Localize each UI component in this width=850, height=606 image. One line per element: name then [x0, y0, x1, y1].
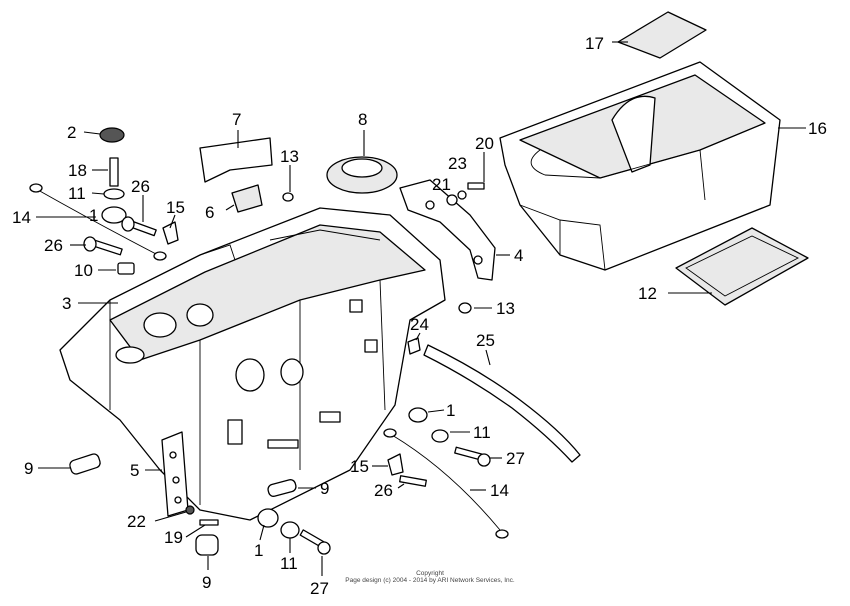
callout-16: 16: [808, 119, 827, 138]
callout-23: 23: [448, 154, 467, 173]
bolt-stack-parts-20-23-21: [446, 182, 485, 206]
bracket-part-5: [161, 431, 189, 517]
collar-part-9-center: [267, 479, 297, 497]
callout-1-right: 1: [446, 401, 455, 420]
callout-15-upper: 15: [166, 198, 185, 217]
callout-2: 2: [67, 123, 76, 142]
cable-part-14-lower: [383, 428, 509, 539]
callout-1-upper: 1: [89, 206, 98, 225]
callout-11-bottom: 11: [280, 554, 298, 573]
callout-1-bottom: 1: [254, 541, 263, 560]
clip-part-15-lower: [387, 453, 404, 476]
callout-11-upper: 11: [68, 184, 86, 203]
copyright-notice: Copyright Page design (c) 2004 - 2014 by…: [300, 570, 560, 584]
clip-part-6: [231, 184, 263, 213]
callout-14-lower: 14: [490, 481, 509, 500]
callout-25: 25: [476, 331, 495, 350]
callout-labels: 17 16 12 2 7 8 13 20 23 21 18 11 26 1 15…: [12, 34, 827, 598]
bolt-part-26-lower: [399, 475, 427, 487]
grommet-part-13-right: [458, 302, 472, 314]
screw-part-19: [199, 519, 219, 526]
callout-8: 8: [358, 110, 367, 129]
bushing-part-1-right: [408, 407, 428, 423]
callout-14-upper: 14: [12, 208, 31, 227]
bolt-part-27-right: [454, 446, 491, 467]
callout-5: 5: [130, 461, 139, 480]
grommet-part-13-upper: [282, 192, 294, 202]
nut-part-10: [117, 262, 135, 275]
tube-part-25: [423, 344, 581, 463]
cable-part-14-upper: [29, 183, 167, 261]
bolt-part-26-left: [83, 236, 123, 256]
bushing-part-1-bottom: [257, 508, 279, 528]
nut-part-22: [185, 505, 195, 515]
callout-6: 6: [205, 203, 214, 222]
washer-part-11-right: [431, 429, 449, 443]
frame-part-3: [59, 207, 446, 521]
callout-9-center: 9: [320, 479, 329, 498]
strap-part-7: [199, 137, 273, 183]
callout-7: 7: [232, 110, 241, 129]
callout-19: 19: [164, 528, 183, 547]
callout-15-lower: 15: [350, 457, 369, 476]
callout-18: 18: [68, 161, 87, 180]
leader-lines: [36, 41, 806, 576]
stack-parts-18-11-1: [101, 157, 127, 224]
cap-part-2: [99, 127, 125, 143]
callout-17: 17: [585, 34, 604, 53]
pad-part-17: [617, 11, 707, 59]
callout-26-left: 26: [44, 236, 63, 255]
collar-part-9-bottom: [195, 534, 219, 556]
callout-9-left: 9: [24, 459, 33, 478]
clip-part-24: [407, 337, 421, 355]
copyright-line-2: Page design (c) 2004 - 2014 by ARI Netwo…: [345, 577, 515, 584]
copyright-line-1: Copyright: [416, 570, 444, 577]
callout-10: 10: [74, 261, 93, 280]
washer-part-11-bottom: [280, 521, 300, 539]
bolt-part-26-upper: [121, 216, 157, 237]
bolt-part-27-bottom: [299, 529, 331, 555]
callout-12: 12: [638, 284, 657, 303]
callout-3: 3: [62, 294, 71, 313]
grommet-part-8: [326, 156, 398, 194]
callout-13-upper: 13: [280, 147, 299, 166]
callout-22: 22: [127, 512, 146, 531]
callout-13-right: 13: [496, 299, 515, 318]
callout-21: 21: [432, 175, 451, 194]
callout-20: 20: [475, 134, 494, 153]
callout-11-right: 11: [473, 423, 491, 442]
callout-4: 4: [514, 246, 523, 265]
callout-26-upper: 26: [131, 177, 150, 196]
callout-9-bottom: 9: [202, 573, 211, 592]
callout-24: 24: [410, 315, 429, 334]
callout-26-lower: 26: [374, 481, 393, 500]
collar-part-9-left: [69, 453, 101, 475]
tray-part-16: [499, 61, 781, 271]
callout-27-right: 27: [506, 449, 525, 468]
callout-27-bottom: 27: [310, 579, 329, 598]
